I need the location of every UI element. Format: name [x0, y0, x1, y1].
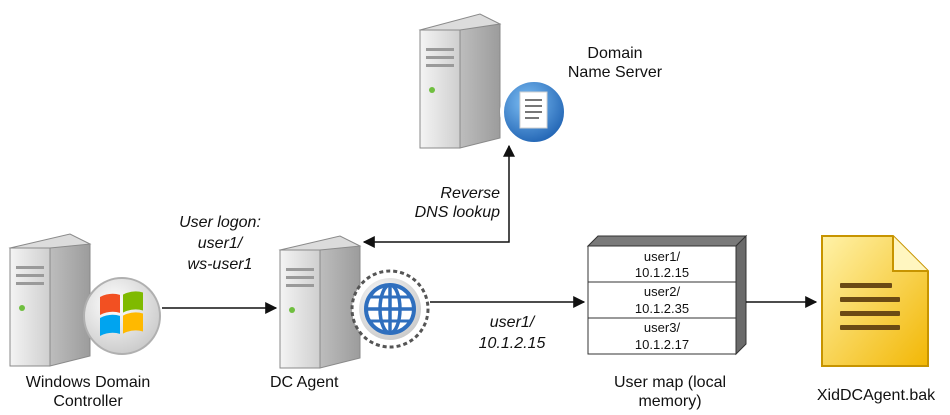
entry-user: user1/	[644, 249, 681, 264]
file-icon	[821, 235, 929, 367]
windows-logo-badge	[83, 277, 161, 355]
agent-map-line2: 10.1.2.15	[478, 335, 546, 352]
dns-label-line1: Domain	[587, 45, 643, 62]
dns-document-badge	[500, 78, 568, 146]
entry-ip: 10.1.2.17	[635, 337, 689, 352]
user-map-entry: user2/ 10.1.2.35	[587, 281, 737, 319]
dc-agent	[278, 235, 430, 369]
reverse-dns-label: Reverse DNS lookup	[400, 184, 500, 222]
dns-server-label: Domain Name Server	[560, 44, 670, 82]
windows-dc-line1: Windows Domain	[25, 374, 151, 391]
backup-file-text: XidDCAgent.bak	[816, 387, 936, 404]
windows-dc-label: Windows Domain Controller	[8, 373, 168, 411]
globe-icon	[364, 283, 416, 335]
server-icon	[278, 235, 362, 369]
windows-dc-line2: Controller	[53, 393, 123, 410]
entry-user: user3/	[644, 320, 681, 335]
globe-badge	[350, 269, 430, 349]
reverse-dns-line2: DNS lookup	[414, 204, 500, 221]
windows-domain-controller	[8, 233, 161, 367]
user-map-line1: User map (local	[613, 374, 727, 391]
dns-server	[418, 13, 568, 149]
user-map-line2: memory)	[638, 393, 702, 410]
document-icon	[519, 91, 548, 129]
agent-map-line1: user1/	[489, 314, 535, 331]
logon-line1: User logon:	[179, 214, 261, 231]
logon-line2: user1/	[197, 235, 243, 252]
dns-label-line2: Name Server	[567, 64, 663, 81]
user-logon-label: User logon: user1/ ws-user1	[160, 212, 280, 275]
agent-to-map-label: user1/ 10.1.2.15	[462, 312, 562, 354]
backup-file-label: XidDCAgent.bak	[806, 386, 946, 405]
user-map: user1/ 10.1.2.15 user2/ 10.1.2.35 user3/…	[586, 234, 748, 356]
server-icon	[8, 233, 92, 367]
user-map-label: User map (local memory)	[600, 373, 740, 411]
user-map-entry: user1/ 10.1.2.15	[587, 245, 737, 283]
dc-agent-label: DC Agent	[270, 373, 380, 392]
dc-agent-text: DC Agent	[270, 374, 339, 391]
server-icon	[418, 13, 502, 149]
arrow-reverse-dns	[362, 144, 515, 248]
windows-logo-icon	[100, 291, 143, 336]
entry-ip: 10.1.2.15	[635, 265, 689, 280]
reverse-dns-line1: Reverse	[440, 185, 500, 202]
user-map-entry: user3/ 10.1.2.17	[587, 317, 737, 355]
entry-user: user2/	[644, 284, 681, 299]
logon-line3: ws-user1	[187, 256, 253, 273]
entry-ip: 10.1.2.35	[635, 301, 689, 316]
